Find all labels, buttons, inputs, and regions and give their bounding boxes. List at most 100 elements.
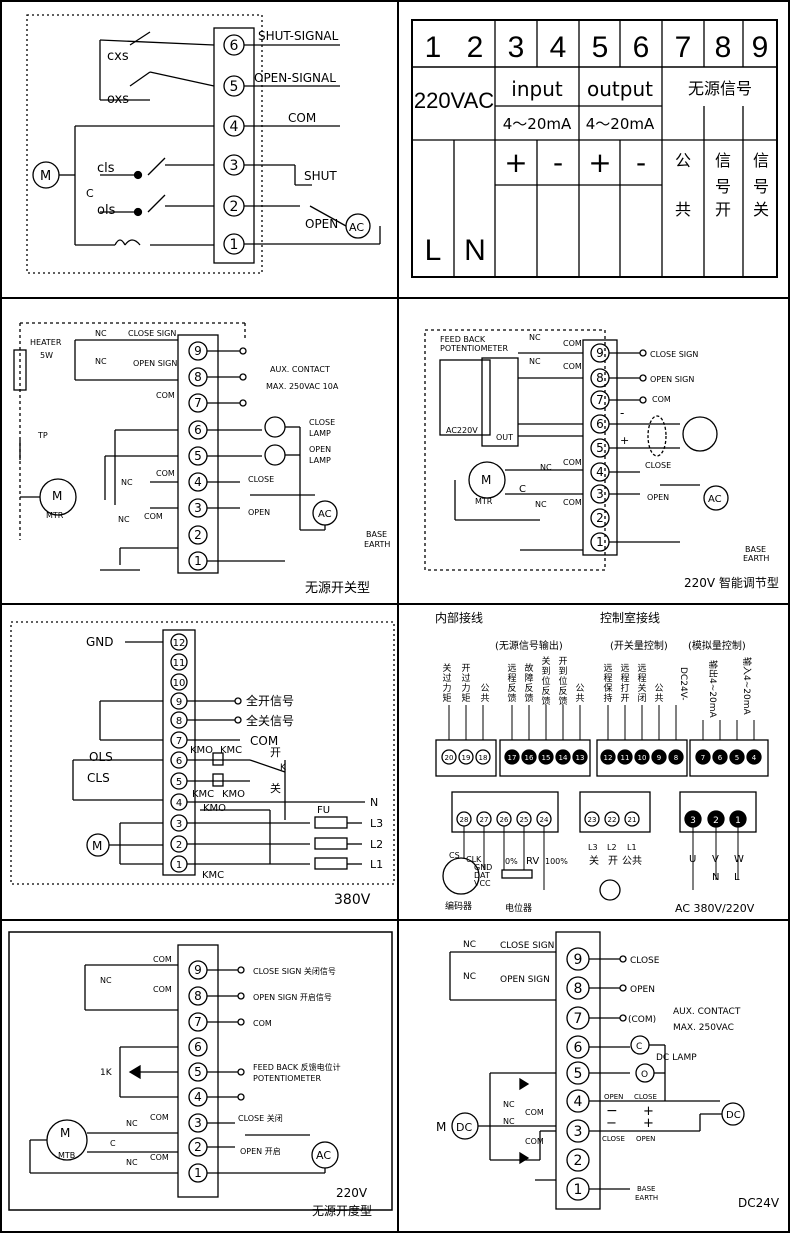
svg-text:oxs: oxs [107, 92, 129, 107]
control-room-wiring-title: 控制室接线 [600, 610, 660, 625]
shut-signal-label: SHUT-SIGNAL [258, 29, 339, 43]
svg-text:闭: 闭 [637, 692, 646, 704]
svg-text:8: 8 [194, 989, 202, 1003]
svg-text:1: 1 [230, 237, 239, 253]
svg-text:远: 远 [603, 663, 612, 674]
panel-7-caption-1: 220V [336, 1186, 368, 1200]
svg-text:GND: GND [86, 635, 114, 649]
svg-text:12: 12 [173, 638, 186, 649]
svg-text:DC24V-: DC24V- [678, 667, 688, 701]
svg-text:4～20mA: 4～20mA [586, 115, 655, 133]
svg-text:2: 2 [230, 199, 239, 215]
svg-text:DC: DC [456, 1121, 472, 1134]
svg-text:C: C [519, 484, 526, 495]
svg-text:1K: 1K [100, 1068, 113, 1078]
svg-text:NC: NC [503, 1117, 515, 1126]
svg-text:SHUT: SHUT [304, 169, 337, 183]
svg-text:1: 1 [194, 1166, 202, 1180]
svg-text:CLOSE 关闭: CLOSE 关闭 [238, 1113, 283, 1123]
svg-text:公共: 公共 [622, 855, 642, 867]
svg-text:3: 3 [574, 1124, 583, 1140]
svg-text:NC: NC [126, 1158, 138, 1167]
svg-text:COM: COM [563, 362, 582, 371]
svg-text:反: 反 [524, 683, 533, 694]
svg-text:2: 2 [194, 1140, 202, 1154]
svg-text:8: 8 [715, 31, 732, 64]
svg-text:4～20mA: 4～20mA [503, 115, 572, 133]
svg-text:力: 力 [442, 682, 451, 694]
svg-text:10: 10 [173, 678, 186, 689]
svg-text:COM: COM [150, 1153, 169, 1162]
svg-text:DAT: DAT [474, 871, 490, 880]
svg-text:OPEN: OPEN [647, 493, 669, 502]
svg-text:N: N [370, 796, 378, 809]
svg-text:馈: 馈 [558, 695, 567, 707]
panel-4-caption: 220V 智能调节型 [684, 575, 779, 590]
svg-text:远: 远 [507, 663, 516, 674]
svg-text:VCC: VCC [474, 879, 491, 888]
svg-text:OLS: OLS [89, 750, 113, 764]
svg-text:位: 位 [541, 675, 550, 687]
svg-text:5: 5 [592, 31, 609, 64]
svg-text:FEED BACK 反馈电位计: FEED BACK 反馈电位计 [253, 1062, 341, 1072]
svg-text:-: - [620, 406, 624, 420]
svg-text:4: 4 [574, 1094, 583, 1110]
svg-text:全关信号: 全关信号 [246, 713, 294, 728]
input-label: input [511, 77, 563, 101]
svg-text:NC: NC [503, 1100, 515, 1109]
svg-text:L3: L3 [588, 843, 598, 852]
svg-text:LAMP: LAMP [309, 429, 331, 438]
terminal-row-2 [504, 749, 588, 765]
svg-text:DC LAMP: DC LAMP [656, 1053, 697, 1063]
svg-text:4: 4 [194, 1090, 202, 1104]
svg-text:4: 4 [230, 119, 239, 135]
svg-text:COM: COM [144, 512, 163, 521]
svg-text:力: 力 [461, 682, 470, 694]
svg-text:5: 5 [574, 1066, 583, 1082]
svg-text:M: M [481, 473, 491, 487]
svg-text:CLS: CLS [87, 771, 110, 785]
panel-8-caption: DC24V [738, 1196, 780, 1210]
svg-text:C: C [636, 1042, 642, 1052]
panel-7-passive-opening: 987 654 321 [8, 931, 393, 1218]
svg-text:公: 公 [575, 683, 584, 694]
panel-7-caption-2: 无源开度型 [312, 1203, 372, 1218]
svg-text:NC: NC [463, 940, 476, 950]
svg-text:EARTH: EARTH [635, 1194, 658, 1202]
svg-text:输入4~20mA: 输入4~20mA [741, 657, 753, 715]
terminal-block-p1 [223, 34, 245, 255]
svg-text:CLOSE: CLOSE [634, 1093, 657, 1101]
svg-text:OPEN: OPEN [309, 445, 331, 454]
svg-text:M: M [60, 1126, 70, 1140]
supply-label: 220VAC [414, 88, 494, 113]
svg-text:公: 公 [654, 683, 663, 694]
svg-text:矩: 矩 [442, 692, 451, 704]
panel-8-dc24v: 987 654 321 [436, 931, 780, 1210]
svg-text:关: 关 [270, 781, 281, 795]
svg-text:COM: COM [525, 1108, 544, 1117]
svg-text:6: 6 [718, 754, 723, 762]
svg-text:GND: GND [474, 863, 492, 872]
svg-text:19: 19 [462, 754, 471, 762]
panel-5-caption: 380V [334, 892, 371, 908]
svg-text:NC: NC [95, 329, 107, 338]
svg-text:OPEN: OPEN [604, 1093, 623, 1101]
svg-text:25: 25 [520, 816, 529, 824]
svg-text:L: L [734, 872, 740, 883]
svg-text:4: 4 [596, 465, 604, 479]
svg-text:7: 7 [574, 1011, 583, 1027]
svg-text:号: 号 [753, 177, 769, 196]
svg-text:N: N [464, 234, 486, 267]
svg-text:4: 4 [752, 754, 757, 762]
svg-text:3: 3 [690, 816, 696, 826]
svg-text:3: 3 [194, 1116, 202, 1130]
svg-text:4: 4 [194, 475, 202, 489]
svg-text:CLOSE: CLOSE [630, 956, 660, 966]
svg-text:22: 22 [608, 816, 617, 824]
svg-text:POTENTIOMETER: POTENTIOMETER [440, 344, 508, 353]
svg-text:+: + [643, 1104, 654, 1119]
terminal-block-p5 [170, 633, 188, 873]
svg-text:信: 信 [715, 151, 731, 170]
